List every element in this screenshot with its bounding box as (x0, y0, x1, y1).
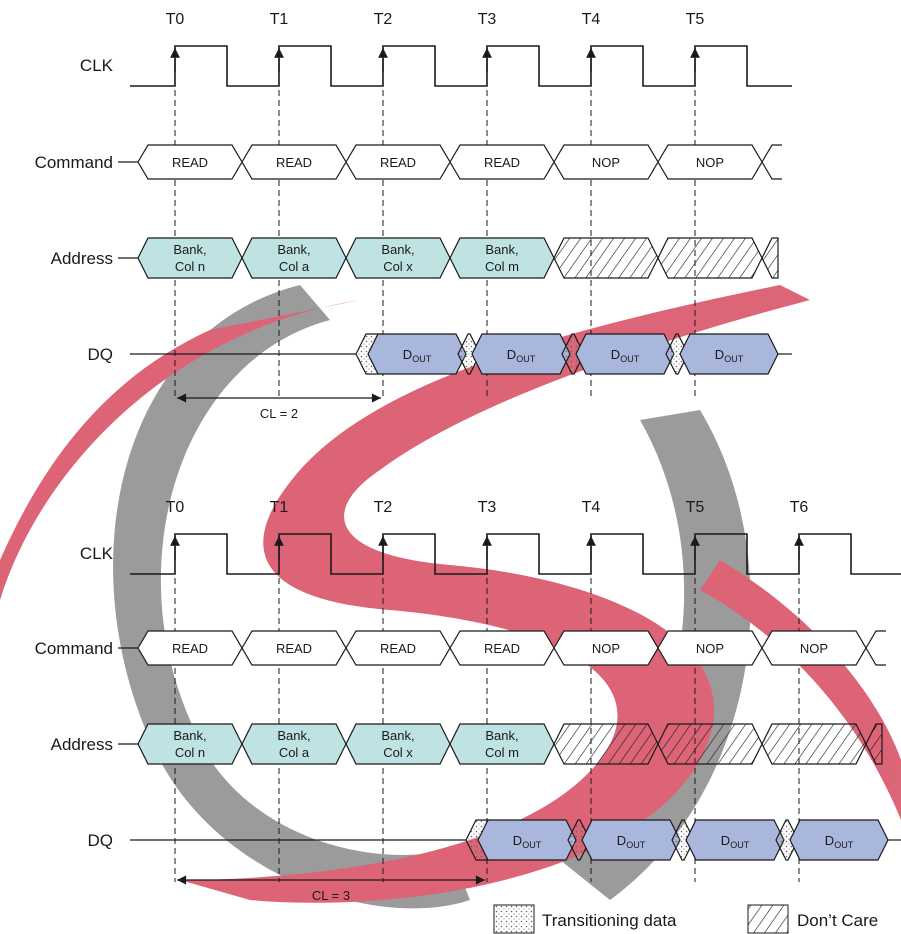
command-value: READ (172, 641, 208, 656)
tick-label: T1 (270, 499, 289, 516)
legend-dont-care-label: Don’t Care (797, 911, 878, 930)
watermark-red-swoosh-3 (700, 560, 901, 820)
tick-label: T1 (270, 11, 289, 28)
watermark-red-swoosh (0, 300, 360, 600)
address-dont-care-cell (761, 723, 867, 765)
legend: Transitioning data Don’t Care (493, 904, 878, 934)
tick-label: T2 (374, 11, 393, 28)
command-value: NOP (592, 641, 620, 656)
address-line1: Bank, (277, 728, 310, 743)
command-value: NOP (696, 641, 724, 656)
command-value: READ (484, 155, 520, 170)
dq-value: DOUT (721, 833, 750, 850)
dq-value: DOUT (513, 833, 542, 850)
dq-label: DQ (88, 831, 114, 850)
dq-value: DOUT (507, 347, 536, 364)
command-label: Command (35, 639, 113, 658)
command-value: READ (380, 641, 416, 656)
command-bus-tail (761, 144, 782, 180)
command-value: NOP (800, 641, 828, 656)
legend-transitioning-swatch (493, 904, 535, 934)
cas-latency-label: CL = 2 (260, 406, 298, 421)
watermark-gray-arc-2 (560, 410, 751, 900)
tick-label: T3 (478, 499, 497, 516)
address-dont-care-tail (761, 237, 779, 279)
tick-label: T5 (686, 499, 705, 516)
address-line1: Bank, (173, 728, 206, 743)
dq-value: DOUT (825, 833, 854, 850)
tick-label: T0 (166, 11, 185, 28)
address-dont-care-cell (657, 237, 763, 279)
address-label: Address (51, 735, 113, 754)
address-line1: Bank, (485, 728, 518, 743)
command-value: READ (172, 155, 208, 170)
tick-label: T2 (374, 499, 393, 516)
dq-value: DOUT (611, 347, 640, 364)
tick-label: T5 (686, 11, 705, 28)
command-value: READ (276, 155, 312, 170)
clk-label: CLK (80, 544, 114, 563)
dq-value: DOUT (617, 833, 646, 850)
address-line2: Col x (383, 745, 413, 760)
address-dont-care-cell (553, 723, 659, 765)
address-line2: Col n (175, 745, 205, 760)
clk-label: CLK (80, 56, 114, 75)
command-value: READ (380, 155, 416, 170)
address-line2: Col a (279, 259, 310, 274)
command-label: Command (35, 153, 113, 172)
command-value: READ (484, 641, 520, 656)
clk-waveform (130, 45, 792, 87)
cas-latency-label: CL = 3 (312, 888, 350, 903)
address-line2: Col m (485, 745, 519, 760)
dq-value: DOUT (403, 347, 432, 364)
address-line1: Bank, (381, 242, 414, 257)
address-line1: Bank, (485, 242, 518, 257)
tick-label: T4 (582, 11, 601, 28)
tick-label: T3 (478, 11, 497, 28)
address-line2: Col x (383, 259, 413, 274)
address-line1: Bank, (277, 242, 310, 257)
command-bus-tail (865, 630, 886, 666)
address-label: Address (51, 249, 113, 268)
address-line2: Col a (279, 745, 310, 760)
command-value: NOP (592, 155, 620, 170)
tick-label: T0 (166, 499, 185, 516)
address-dont-care-cell (553, 237, 659, 279)
command-value: READ (276, 641, 312, 656)
tick-label: T6 (790, 499, 809, 516)
clk-waveform (130, 533, 901, 575)
command-value: NOP (696, 155, 724, 170)
address-dont-care-tail (865, 723, 883, 765)
tick-label: T4 (582, 499, 601, 516)
address-dont-care-cell (657, 723, 763, 765)
legend-transitioning-label: Transitioning data (542, 911, 677, 930)
watermark-logo (0, 285, 901, 909)
dq-label: DQ (88, 345, 114, 364)
address-line1: Bank, (381, 728, 414, 743)
address-line1: Bank, (173, 242, 206, 257)
dq-value: DOUT (715, 347, 744, 364)
legend-dont-care-swatch (747, 904, 789, 934)
address-line2: Col m (485, 259, 519, 274)
address-line2: Col n (175, 259, 205, 274)
